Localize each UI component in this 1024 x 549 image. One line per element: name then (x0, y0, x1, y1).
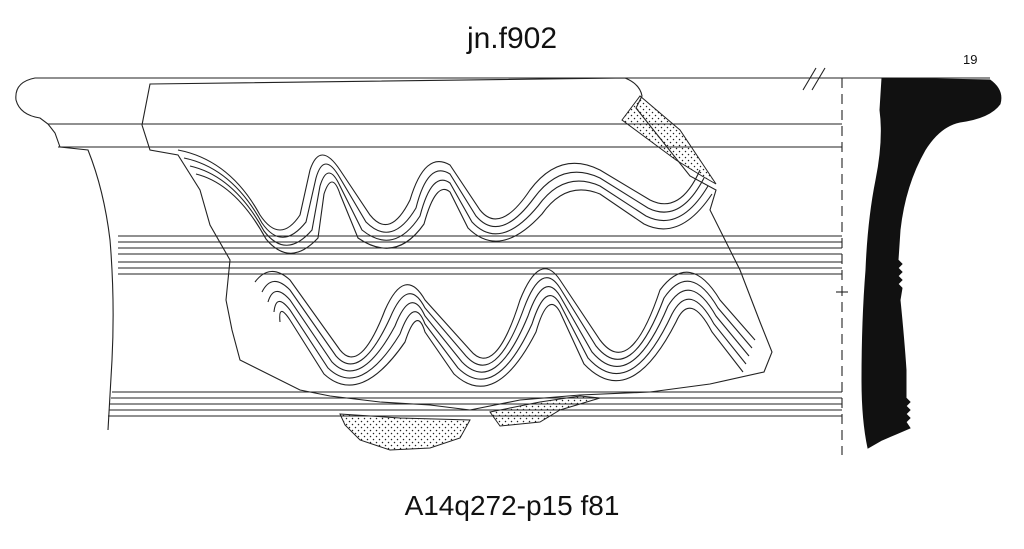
figure-number: 19 (963, 52, 978, 67)
vessel-outline (15, 77, 842, 431)
drawing-title: jn.f902 (466, 22, 558, 55)
vessel-profile-section (861, 77, 1002, 449)
wave-band-upper (177, 149, 713, 254)
stipple-area-upper (621, 95, 717, 185)
break-marks (802, 67, 826, 91)
sherd-outline (141, 77, 773, 411)
wave-band-lower (254, 268, 756, 387)
stipple-area-bottom-left (339, 413, 471, 451)
stipple-area-bottom-right (489, 395, 601, 427)
drawing-caption: A14q272-p15 f81 (404, 490, 620, 521)
